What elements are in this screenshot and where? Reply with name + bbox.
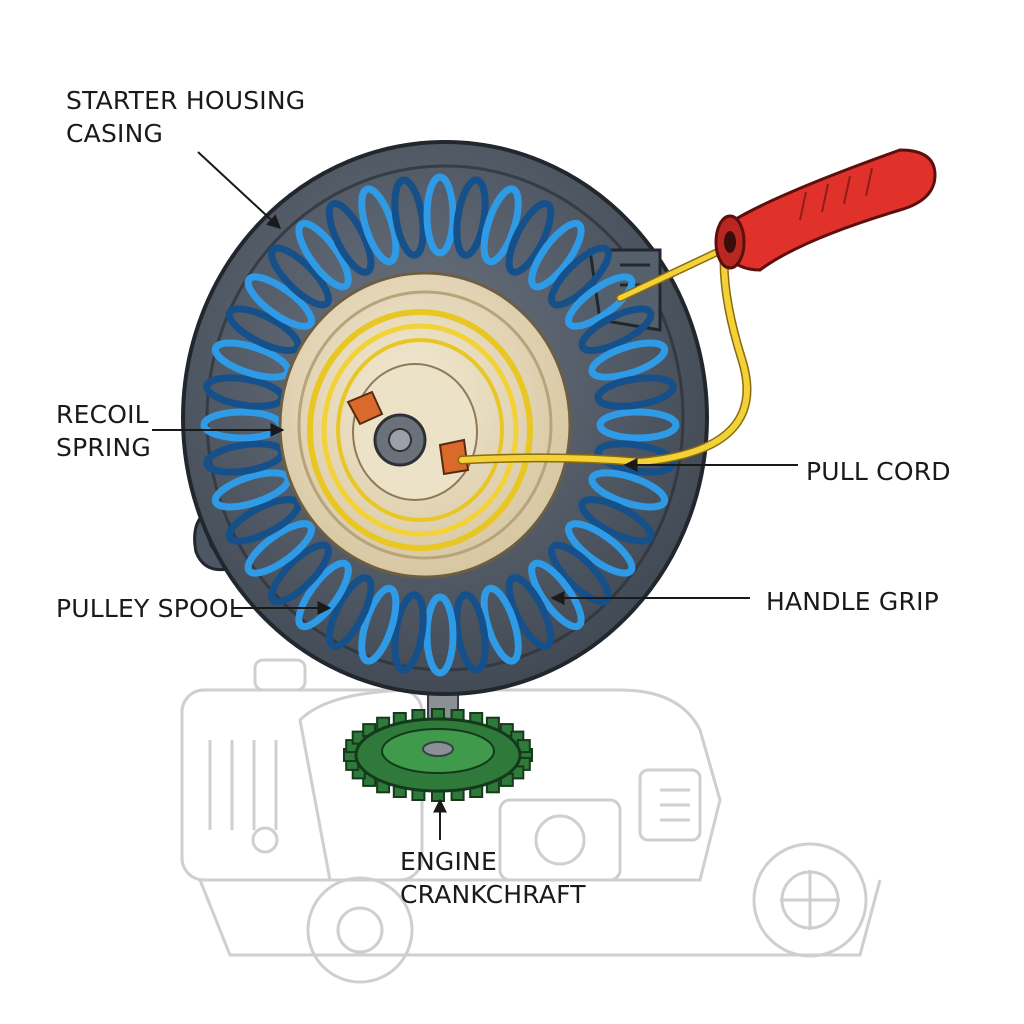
spring-coil [528,559,585,631]
spring-coil [295,559,352,631]
spring-coil [594,374,677,410]
shaft-end [422,741,454,757]
spring-coil [423,173,457,257]
spring-coil [295,219,352,291]
spring-coil [565,273,636,330]
handle-grip [714,148,937,272]
pulley-spool [278,271,572,579]
spring-coil [268,541,332,606]
leader-starter-housing [197,151,282,229]
spring-coil [391,591,427,674]
spring-coil [391,176,427,259]
spring-coil [358,584,400,665]
spring-coil [244,273,315,330]
spring-coil [453,176,489,259]
leader-lines [152,151,798,840]
spring-coil [225,496,302,545]
spring-coil [505,200,555,276]
spring-coil [480,584,522,665]
spring-coil [325,200,375,276]
spring-coil [268,244,332,309]
pull-cord [457,240,752,467]
spring-coil [588,339,669,381]
spring-coil [548,541,612,606]
label-starter-housing: STARTER HOUSING CASING [66,86,306,148]
label-engine-crankshaft: ENGINE CRANKCHRAFT [400,847,586,909]
spring-coil [578,305,655,354]
engine-gear [343,708,533,802]
label-pulley-spool: PULLEY SPOOL [56,594,243,623]
spring-coil [325,574,375,650]
spring-coil [528,219,585,291]
engine-outline [180,658,882,984]
spring-coil [244,520,315,577]
spring-coil [453,591,489,674]
spring-coil [578,496,655,545]
label-pull-cord: PULL CORD [806,457,951,486]
spring-coil [548,244,612,309]
spring-coil [565,520,636,577]
spring-coil [423,593,457,677]
spring-coil [505,574,555,650]
label-handle-grip: HANDLE GRIP [766,587,939,616]
spring-coil [588,469,669,511]
label-recoil-spring: RECOIL SPRING [56,400,151,462]
spring-coil [358,185,400,266]
spring-coil [480,185,522,266]
spring-coil [225,305,302,354]
spring-coil [596,408,680,442]
